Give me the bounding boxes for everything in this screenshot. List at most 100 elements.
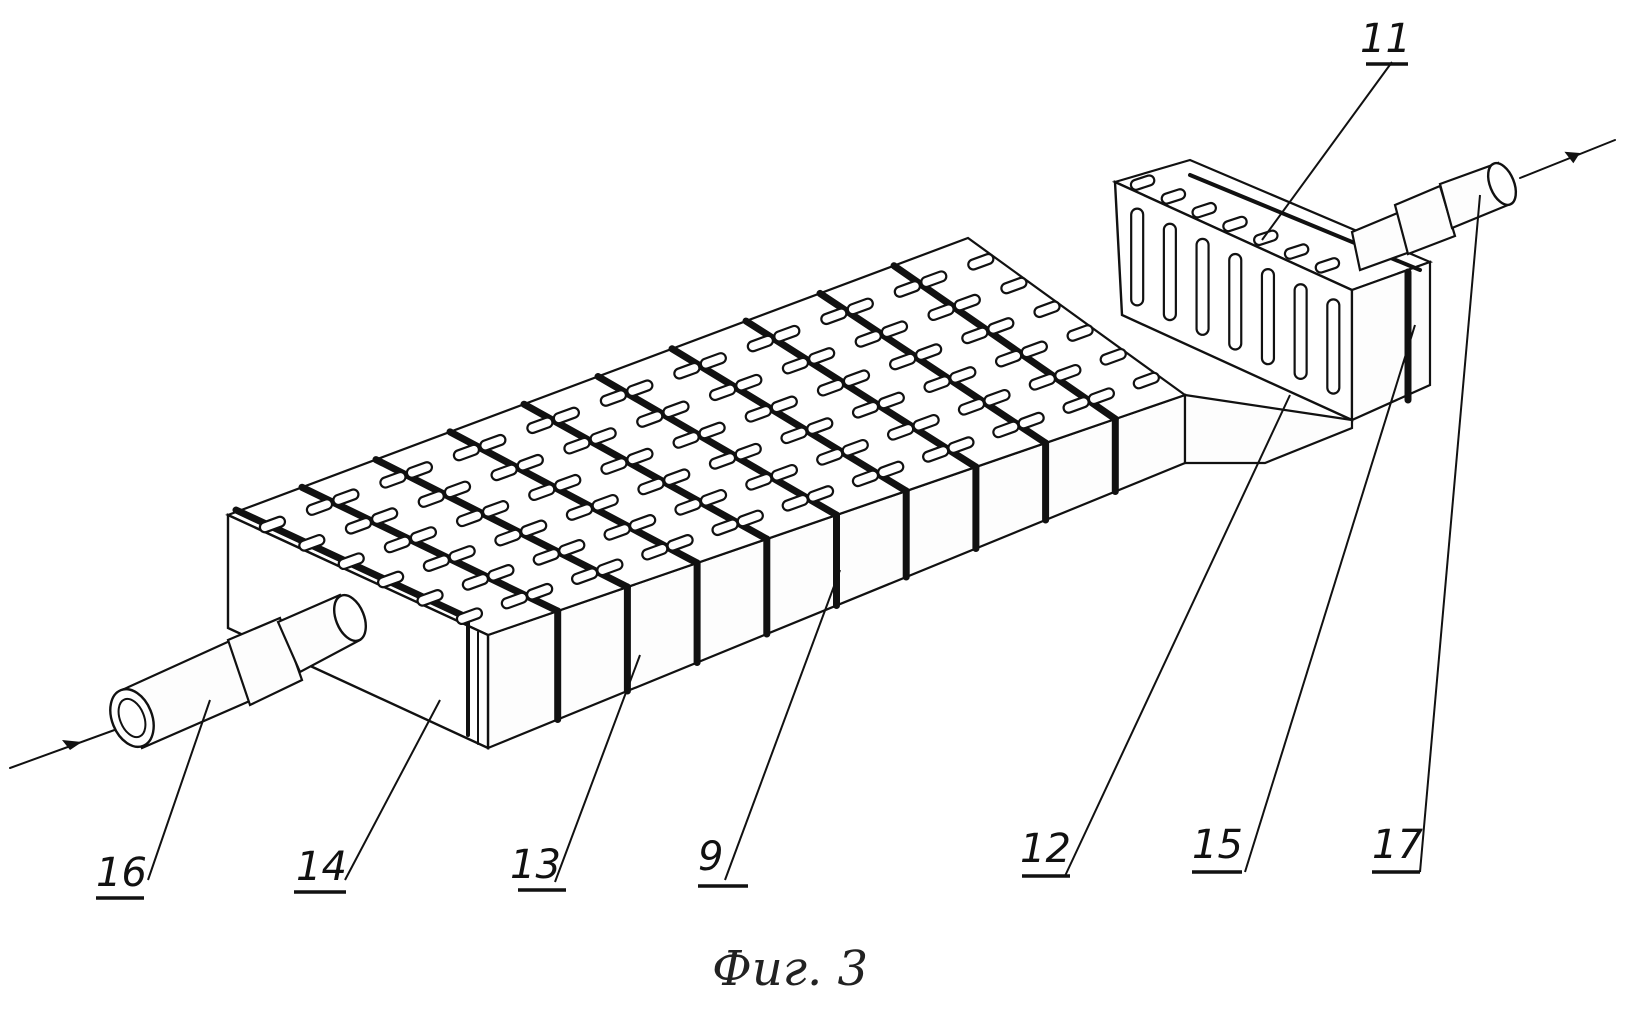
slot-opening xyxy=(923,375,951,394)
slot-opening xyxy=(708,383,737,402)
partition-band-top xyxy=(890,262,1119,423)
slot-opening xyxy=(383,535,412,554)
partition-band-top xyxy=(446,428,701,567)
slot-opening xyxy=(851,400,880,419)
slot-opening xyxy=(953,293,981,312)
end-slot-opening xyxy=(1293,283,1308,380)
slot-opening xyxy=(554,473,582,492)
slot-opening xyxy=(663,468,691,487)
inlet-pipe xyxy=(9,593,367,769)
slot-opening xyxy=(781,356,810,375)
end-top-slot-opening xyxy=(1314,257,1341,274)
slot-opening xyxy=(773,324,801,343)
slot-opening xyxy=(666,534,694,552)
leader-lines xyxy=(147,61,1481,883)
end-block-slots xyxy=(1129,174,1341,395)
slot-opening xyxy=(735,373,763,392)
end-slot-opening xyxy=(1228,252,1243,351)
slot-opening xyxy=(405,461,434,479)
leader-11 xyxy=(1261,61,1393,241)
slot-opening xyxy=(552,406,580,425)
partition-band-top xyxy=(594,373,840,519)
slot-opening xyxy=(780,426,808,445)
leader-14 xyxy=(344,699,441,881)
slot-opening xyxy=(417,490,445,508)
partition-band-top xyxy=(742,317,980,471)
end-top-slot-opening xyxy=(1222,215,1248,233)
slot-opening xyxy=(487,564,515,582)
inlet-flow-line xyxy=(9,727,121,769)
ref-11: 11 xyxy=(1360,16,1411,62)
slot-opening xyxy=(927,303,955,322)
end-slot-opening xyxy=(1326,298,1341,395)
partition-band-top xyxy=(816,289,1050,447)
slot-opening xyxy=(626,447,654,466)
slot-opening xyxy=(526,582,554,601)
outlet-coupling xyxy=(1393,184,1457,256)
ref-16: 16 xyxy=(96,850,147,896)
outlet-pipe xyxy=(1350,139,1616,272)
inlet-pipe-bore xyxy=(117,697,147,739)
slot-opening xyxy=(337,552,365,571)
end-slot-opening xyxy=(1130,207,1145,307)
slot-opening xyxy=(1099,347,1127,366)
slot-opening xyxy=(416,589,444,607)
slot-opening xyxy=(708,452,737,470)
slot-opening xyxy=(877,391,905,410)
end-block-side xyxy=(1350,260,1432,422)
slot-opening xyxy=(596,558,624,577)
inlet-nozzle-tip xyxy=(333,593,367,643)
ref-15: 15 xyxy=(1192,822,1243,868)
slot-opening xyxy=(842,369,871,388)
end-top-slot-opening xyxy=(1191,201,1217,219)
slot-opening xyxy=(770,463,799,482)
slot-opening xyxy=(949,366,977,384)
slot-opening xyxy=(994,349,1023,368)
leader-15 xyxy=(1244,324,1416,873)
leader-12 xyxy=(1064,394,1291,877)
slot-opening xyxy=(629,514,657,532)
slot-opening xyxy=(1087,387,1116,406)
slot-opening xyxy=(846,297,874,316)
end-block-connector xyxy=(1183,393,1354,465)
partition-band-top xyxy=(372,456,631,591)
slot-opening xyxy=(672,431,700,449)
end-slot-opening xyxy=(1260,268,1276,366)
ref-9: 9 xyxy=(698,834,723,880)
slot-opening xyxy=(854,330,882,348)
figure-caption: Фиг. 3 xyxy=(712,941,868,997)
slot-opening xyxy=(1000,276,1028,295)
outlet-pipe-end xyxy=(1486,161,1518,207)
slot-opening xyxy=(1017,411,1045,430)
ref-13: 13 xyxy=(510,842,561,888)
slot-opening xyxy=(528,483,556,502)
partition-bands xyxy=(232,262,1119,737)
partition-band-top xyxy=(520,400,771,543)
slot-opening xyxy=(961,326,989,345)
slot-opening xyxy=(443,480,472,499)
slot-opening xyxy=(808,347,836,365)
slot-opening xyxy=(379,470,407,489)
ref-14: 14 xyxy=(296,844,347,890)
slot-opening xyxy=(967,252,995,271)
slot-opening xyxy=(841,438,869,457)
slot-opening xyxy=(298,533,326,552)
slot-opening xyxy=(920,270,948,289)
slot-opening xyxy=(744,404,772,423)
end-top-slot-opening xyxy=(1283,243,1310,260)
slot-opening xyxy=(258,515,287,534)
slot-opening xyxy=(409,526,438,544)
leader-13 xyxy=(554,654,641,883)
slot-opening xyxy=(637,477,665,496)
slot-opening xyxy=(1054,363,1082,382)
leader-16 xyxy=(147,699,211,881)
slot-opening xyxy=(344,516,373,535)
slot-opening xyxy=(746,334,774,353)
slot-opening xyxy=(662,400,690,419)
slot-opening xyxy=(1020,340,1048,359)
slot-opening xyxy=(565,503,594,521)
slot-opening xyxy=(987,317,1015,335)
slot-opening xyxy=(912,413,940,432)
slot-opening xyxy=(479,433,507,452)
